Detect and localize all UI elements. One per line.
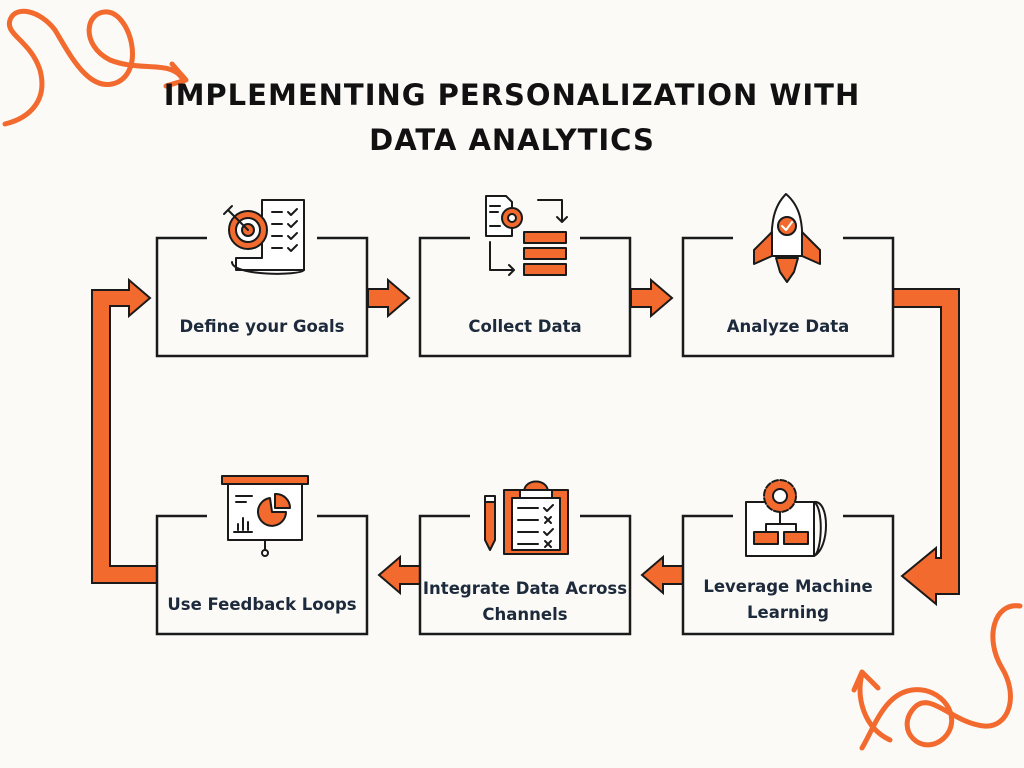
step-frame (155, 514, 369, 636)
step-label-integrate-data: Integrate Data Across Channels (422, 579, 628, 624)
step-integrate-data: Integrate Data Across Channels (420, 516, 630, 634)
arrow-collect-to-analyze (630, 277, 674, 319)
step-label-analyze-data: Analyze Data (726, 317, 850, 336)
arrow-leverage-to-integrate (640, 554, 684, 596)
step-label-define-goals: Define your Goals (179, 317, 345, 336)
arrow-analyze-to-leverage (892, 288, 960, 607)
arrow-goals-to-collect (367, 277, 411, 319)
step-frame (681, 514, 895, 636)
rocket-icon (753, 193, 821, 283)
arrow-feedback-to-goals (91, 277, 158, 584)
step-leverage-ml: Leverage Machine Learning (683, 516, 893, 634)
arrow-integrate-to-feedback (377, 554, 421, 596)
data-collection-icon (485, 195, 568, 276)
step-frame (418, 236, 632, 358)
step-label-feedback-loops: Use Feedback Loops (167, 595, 357, 614)
presentation-board-icon (221, 475, 309, 557)
step-analyze-data: Analyze Data (683, 238, 893, 356)
title-line-2: DATA ANALYTICS (369, 123, 655, 157)
step-label-leverage-ml: Leverage Machine Learning (703, 577, 873, 622)
step-frame (155, 236, 369, 358)
gear-flowchart-icon (745, 479, 827, 557)
swirl-decoration-bottom-right (851, 603, 1023, 751)
title-line-1: IMPLEMENTING PERSONALIZATION WITH (163, 78, 861, 112)
step-frame (681, 236, 895, 358)
step-frame (418, 514, 632, 636)
clipboard-checklist-icon (484, 480, 569, 555)
step-define-goals: Define your Goals (157, 238, 367, 356)
swirl-decoration-top-left (2, 8, 189, 127)
step-collect-data: Collect Data (420, 238, 630, 356)
step-label-collect-data: Collect Data (468, 317, 582, 336)
step-feedback-loops: Use Feedback Loops (157, 516, 367, 634)
target-checklist-icon (223, 199, 305, 275)
